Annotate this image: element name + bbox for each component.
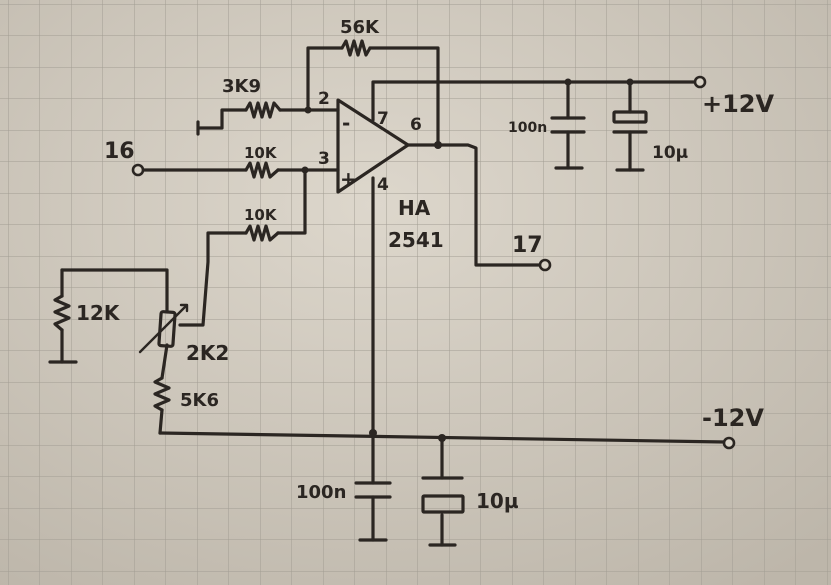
opamp-part-name: HA [398, 196, 431, 220]
resistor-inverting-ground: 3K9 [222, 76, 282, 119]
pin-label-noninverting: 3 [318, 149, 330, 169]
terminal-output-label: 17 [512, 233, 543, 258]
resistor-input-value: 10K [244, 144, 278, 162]
capacitor-positive-ceramic: 100n [508, 116, 586, 136]
resistor-offset: 10K [244, 206, 280, 242]
trimmer-potentiometer: 2K2 [138, 303, 229, 365]
terminal-output: 17 [512, 233, 552, 272]
capacitor-positive-ceramic-value: 100n [508, 120, 547, 136]
capacitor-negative-electrolytic: 10µ [421, 476, 519, 514]
resistor-feedback: 56K [340, 17, 380, 57]
terminal-input-label: 16 [104, 139, 135, 164]
junction-dots [301, 78, 634, 442]
opamp: - + 2 3 7 6 4 HA 2541 [318, 89, 444, 252]
resistor-lower-divider: 5K6 [153, 376, 219, 412]
capacitor-negative-ceramic: 100n [296, 481, 392, 503]
pin-label-v-plus: 7 [377, 109, 389, 129]
capacitor-negative-ceramic-value: 100n [296, 482, 346, 503]
opamp-minus-sign: - [342, 111, 350, 135]
pin-label-output: 6 [410, 115, 422, 135]
terminal-positive-supply: +12V [693, 75, 775, 118]
resistor-upper-divider-value: 12K [76, 301, 121, 325]
trimmer-value: 2K2 [186, 341, 229, 365]
capacitor-positive-electrolytic: 10µ [612, 110, 688, 163]
pin-label-v-minus: 4 [377, 175, 389, 195]
capacitor-negative-electrolytic-value: 10µ [476, 489, 519, 513]
resistor-feedback-value: 56K [340, 17, 380, 38]
resistor-offset-value: 10K [244, 206, 278, 224]
resistor-inverting-ground-value: 3K9 [222, 76, 261, 97]
ground-symbols [48, 120, 645, 547]
terminal-negative-supply: -12V [702, 404, 764, 450]
terminal-input: 16 [104, 139, 145, 177]
positive-supply-label: +12V [702, 90, 775, 118]
resistor-upper-divider: 12K [53, 294, 121, 332]
negative-supply-label: -12V [702, 404, 764, 432]
pin-label-inverting: 2 [318, 89, 330, 109]
opamp-plus-sign: + [340, 167, 357, 191]
resistor-input: 10K [244, 144, 280, 179]
opamp-part-number: 2541 [388, 228, 444, 252]
resistor-lower-divider-value: 5K6 [180, 390, 219, 411]
capacitor-positive-electrolytic-value: 10µ [652, 143, 688, 163]
